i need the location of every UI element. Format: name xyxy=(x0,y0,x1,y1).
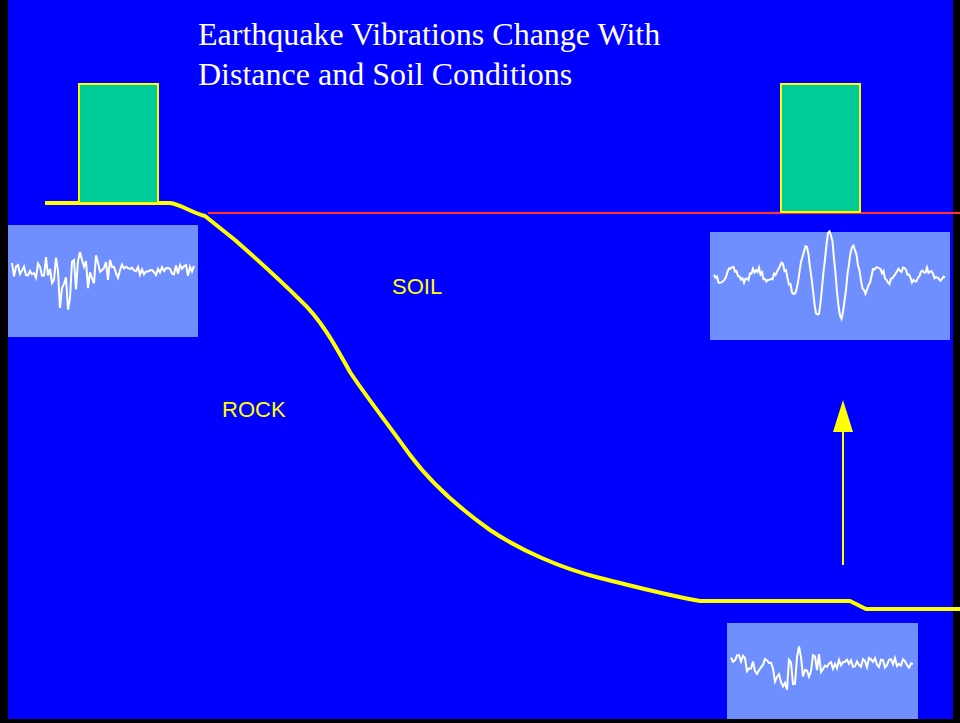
building xyxy=(781,84,860,212)
region-label: ROCK xyxy=(222,397,286,423)
seismogram-panel xyxy=(727,623,918,719)
building xyxy=(79,84,158,203)
seismogram-panel xyxy=(8,225,198,337)
region-label: SOIL xyxy=(392,274,442,300)
arrow-head xyxy=(833,400,853,432)
slide-title: Earthquake Vibrations Change With Distan… xyxy=(198,14,758,94)
seismogram-trace xyxy=(731,646,913,689)
seismogram-trace xyxy=(12,252,194,310)
amplification-arrow xyxy=(842,425,844,565)
seismogram-panel xyxy=(710,232,950,340)
seismogram-trace xyxy=(714,231,945,318)
slide-background xyxy=(8,0,953,719)
